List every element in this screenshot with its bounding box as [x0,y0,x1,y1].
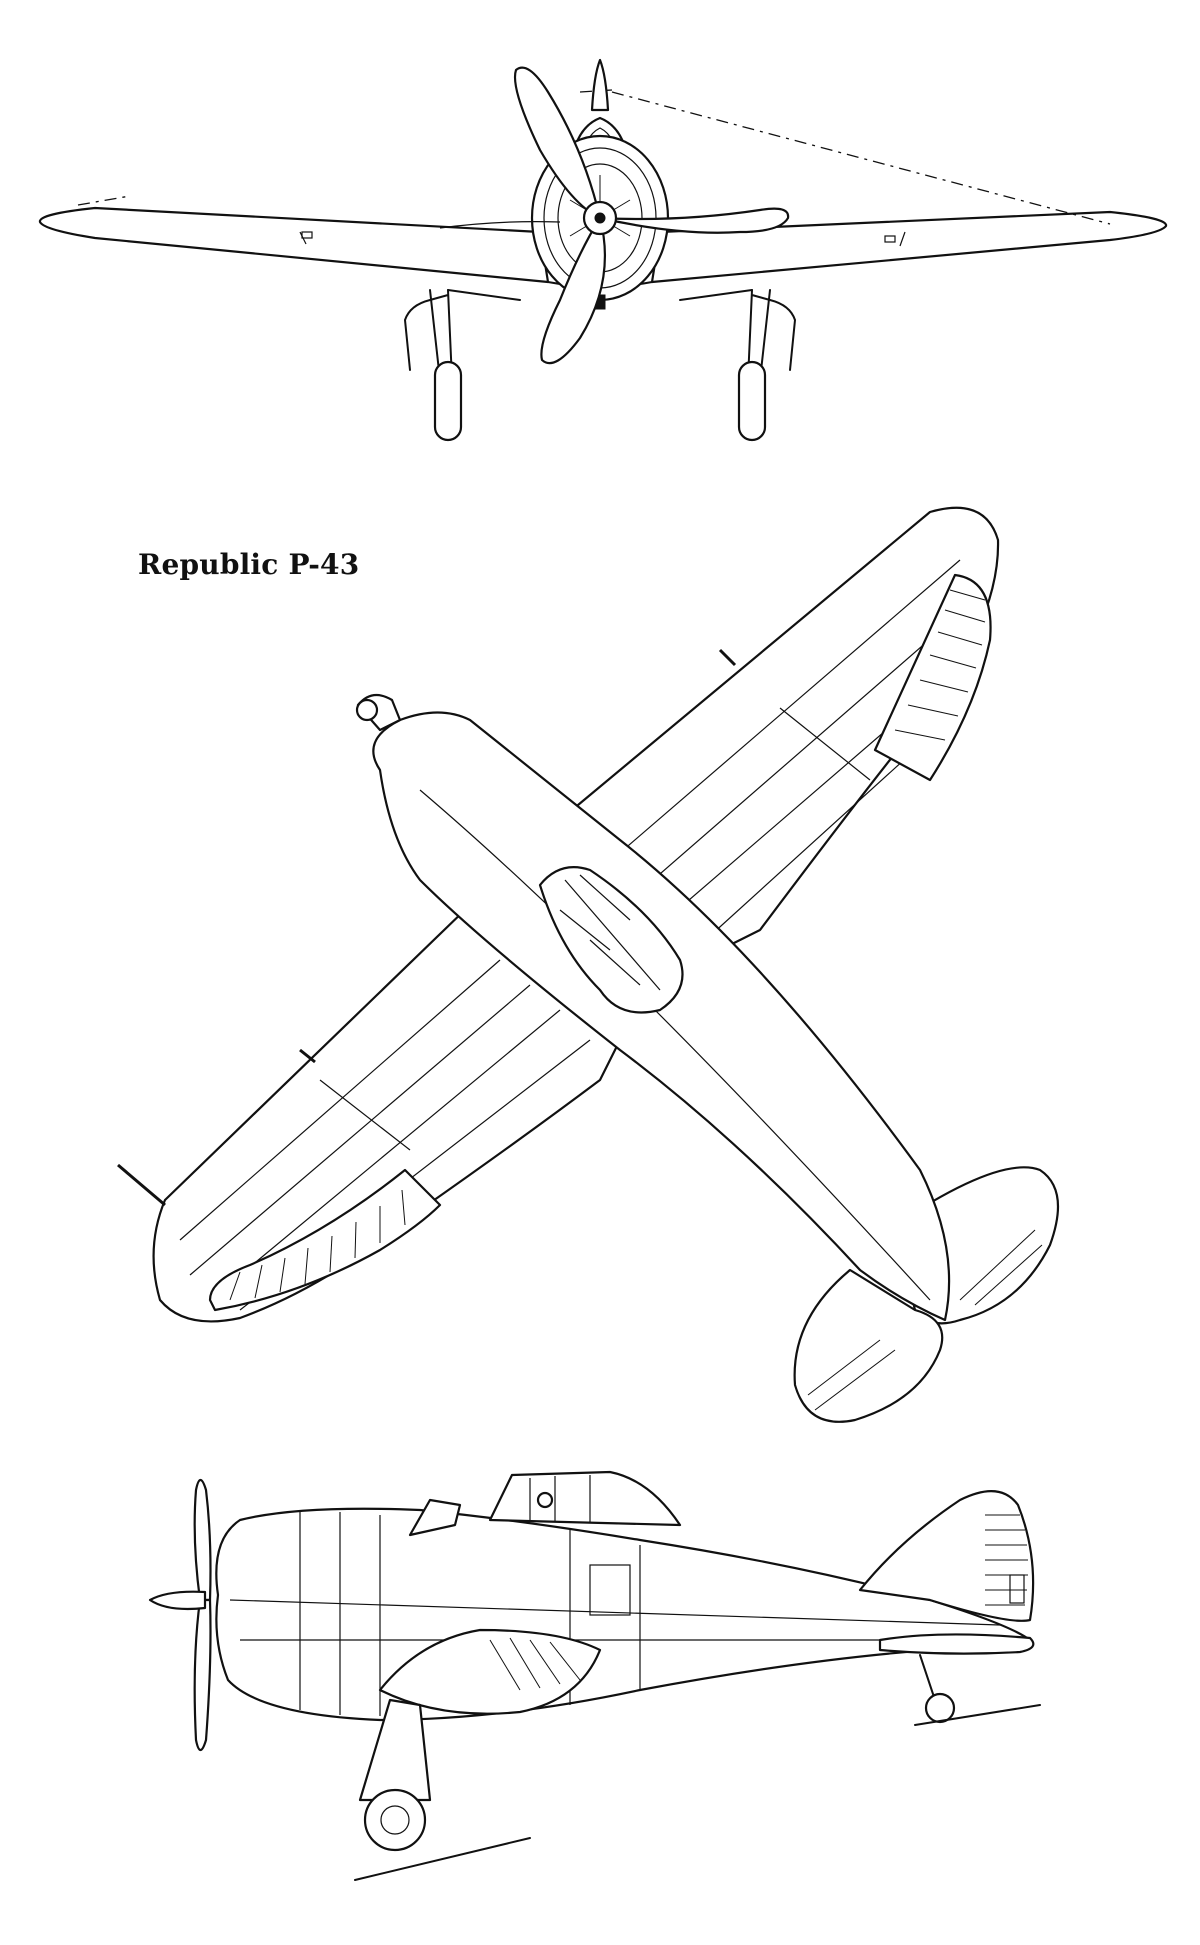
drawing-title: Republic P-43 [138,548,360,581]
top-view-wings [117,506,1000,1323]
side-view-fuselage [215,1470,1032,1722]
top-view-fuselage [355,693,951,1322]
front-view-wings [38,89,1168,288]
side-view-tail [858,1490,1041,1726]
front-view-propeller [439,66,790,365]
front-view-gear [404,289,796,442]
side-view-propeller [148,1478,212,1752]
side-view-gear [354,1698,531,1881]
